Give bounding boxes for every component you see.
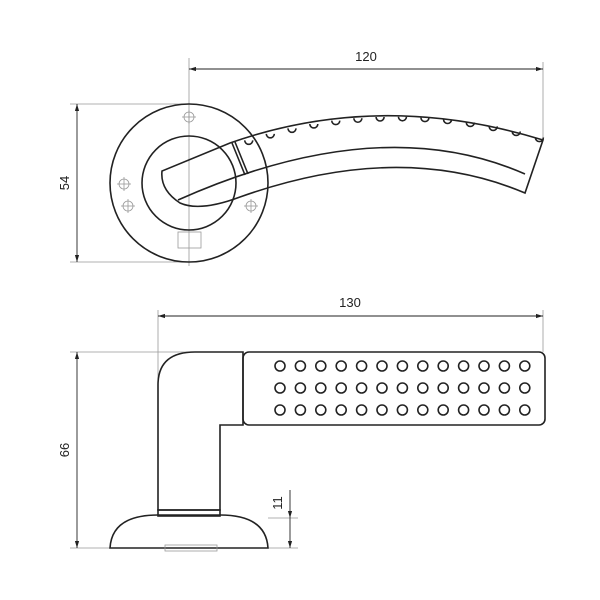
grip-bump [353, 118, 363, 124]
grip-dot [355, 404, 368, 416]
grip-dot [457, 360, 470, 372]
grip-dot [376, 382, 388, 394]
grip-bump [442, 119, 453, 125]
grip-dot [274, 360, 286, 372]
grip-dot [518, 360, 531, 372]
rosette-outer [109, 103, 269, 263]
dimension-label-66: 66 [57, 443, 72, 457]
base-plate [164, 544, 218, 552]
grip-dot [274, 382, 286, 394]
grip-bump [287, 128, 297, 134]
grip-bump [243, 140, 254, 146]
dimension-label-11: 11 [270, 496, 285, 510]
grip-dot [498, 404, 511, 416]
grip-bump [375, 116, 385, 122]
grip-dot [396, 382, 409, 394]
grip-dots [274, 360, 531, 416]
dimension-label-54: 54 [57, 176, 72, 190]
grip-dot [294, 404, 307, 416]
grip-dot [457, 404, 470, 416]
handle-neck [157, 351, 244, 511]
top-view: 120 54 [57, 49, 545, 266]
grip-dot [396, 360, 409, 372]
rosette-base [109, 514, 269, 549]
grip-dot [437, 360, 450, 372]
grip-dot [314, 404, 327, 416]
grip-dot [314, 382, 327, 394]
side-view: 130 66 11 [57, 295, 546, 552]
grip-bump [330, 120, 341, 126]
grip-bump [397, 116, 408, 122]
lever-joint [234, 141, 249, 175]
dimension-label-120: 120 [355, 49, 377, 64]
grip-dot [478, 382, 490, 394]
grip-dot [294, 360, 307, 372]
grip-bump [465, 122, 476, 128]
grip-bump [265, 133, 276, 139]
grip-dot [498, 360, 511, 372]
grip-dot [416, 382, 429, 394]
grip-body [242, 351, 546, 426]
grip-dot [437, 382, 450, 394]
grip-dot [416, 360, 429, 372]
grip-dot [274, 404, 286, 416]
grip-dot [498, 382, 511, 394]
grip-bump [534, 137, 545, 143]
grip-dot [335, 404, 348, 416]
grip-dot [518, 382, 531, 394]
dimension-label-130: 130 [339, 295, 361, 310]
grip-bump [511, 131, 522, 137]
rosette-inner [141, 135, 237, 231]
lever-top-outline [161, 114, 545, 208]
grip-dot [457, 382, 470, 394]
grip-dot [437, 404, 450, 416]
grip-dot [376, 404, 388, 416]
lever-inner-edge [177, 146, 526, 201]
grip-dot [478, 404, 490, 416]
grip-bump [309, 123, 319, 129]
grip-dot [335, 382, 348, 394]
grip-dot [294, 382, 307, 394]
grip-bump [420, 117, 430, 123]
spindle-square [177, 231, 202, 249]
grip-dot [376, 360, 388, 372]
screw-hole-icon [117, 110, 258, 213]
grip-dot [478, 360, 490, 372]
grip-dot [314, 360, 327, 372]
grip-dot [396, 404, 409, 416]
grip-dot [335, 360, 348, 372]
grip-dot [416, 404, 429, 416]
grip-dot [518, 404, 531, 416]
grip-dot [355, 382, 368, 394]
grip-bumps [243, 116, 545, 146]
grip-dot [355, 360, 368, 372]
lever-joint [231, 142, 246, 176]
grip-bump [488, 126, 498, 132]
